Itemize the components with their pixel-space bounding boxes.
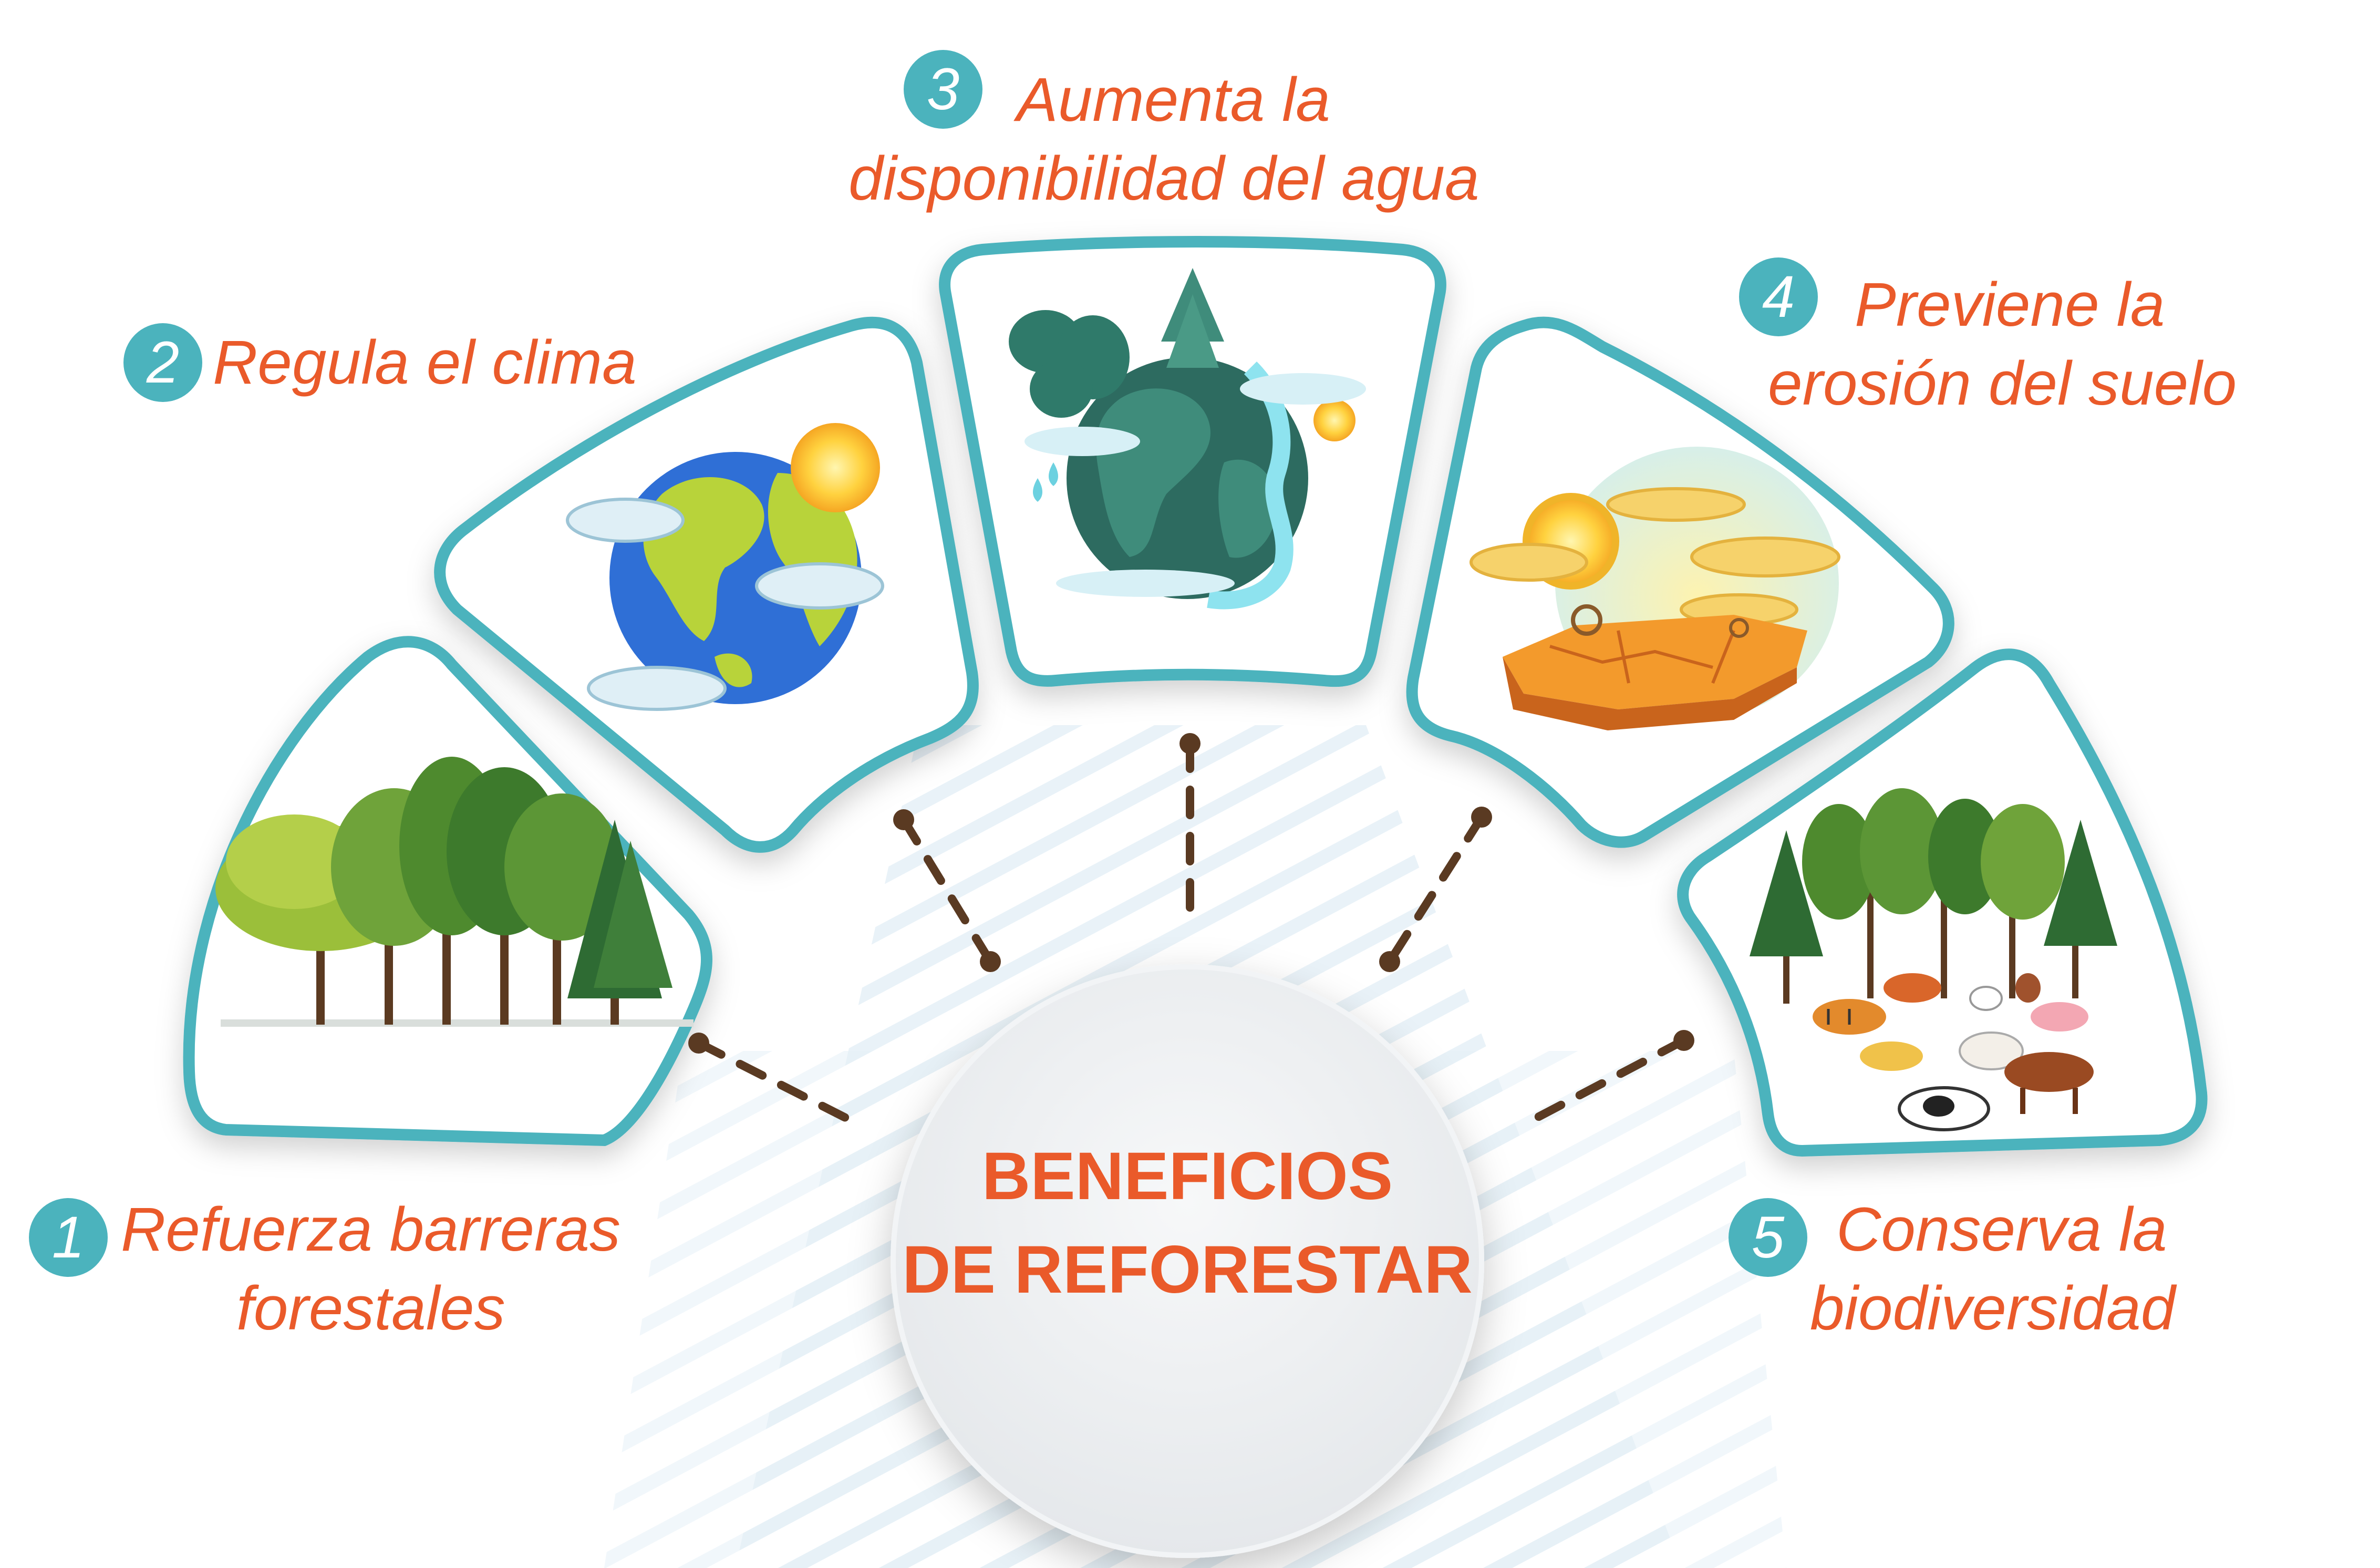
forest-animals-icon: [1750, 788, 2117, 1131]
connector-5: [1525, 1030, 1694, 1126]
benefit-number-4: 4: [1739, 257, 1818, 336]
benefit-label-4-line-1: Previene la: [1855, 270, 2165, 339]
benefit-label-4-line-2: erosión del suelo: [1768, 349, 2237, 418]
benefit-label-2: Regula el clima: [213, 323, 637, 402]
green-planet-water-icon: [1009, 268, 1366, 610]
connector-4: [1379, 807, 1492, 972]
eroded-soil-icon: [1470, 447, 1840, 730]
earth-weather-icon: [566, 423, 884, 711]
center-title-line-2: DE REFORESTAR: [902, 1232, 1473, 1307]
connector-3: [1179, 733, 1201, 916]
trees-icon: [215, 757, 694, 1027]
benefit-label-3: Aumenta la disponibilidad del agua: [848, 60, 1479, 218]
benefit-number-3: 3: [904, 50, 982, 129]
benefit-number-1: 1: [29, 1198, 108, 1277]
benefit-number-2: 2: [123, 323, 202, 402]
center-title: BENEFICIOS DE REFORESTAR: [883, 1130, 1492, 1317]
benefit-label-2-line-1: Regula el clima: [213, 328, 637, 397]
benefit-label-3-line-1: Aumenta la: [1017, 65, 1330, 135]
benefit-label-5-line-2: biodiversidad: [1810, 1274, 2176, 1343]
benefit-label-1: Refuerza barreras forestales: [121, 1190, 620, 1348]
benefit-label-5-line-1: Conserva la: [1836, 1195, 2167, 1264]
benefit-label-5: Conserva la biodiversidad: [1810, 1190, 2175, 1348]
center-circle: [891, 964, 1484, 1558]
connector-2: [893, 809, 1001, 972]
center-title-line-1: BENEFICIOS: [981, 1139, 1393, 1214]
benefit-label-1-line-2: forestales: [236, 1274, 505, 1343]
benefit-number-5: 5: [1729, 1198, 1807, 1277]
benefit-label-1-line-1: Refuerza barreras: [121, 1195, 620, 1264]
connector-1: [688, 1033, 853, 1123]
benefit-label-3-line-2: disponibilidad del agua: [848, 144, 1479, 213]
benefit-label-4: Previene la erosión del suelo: [1768, 265, 2237, 423]
